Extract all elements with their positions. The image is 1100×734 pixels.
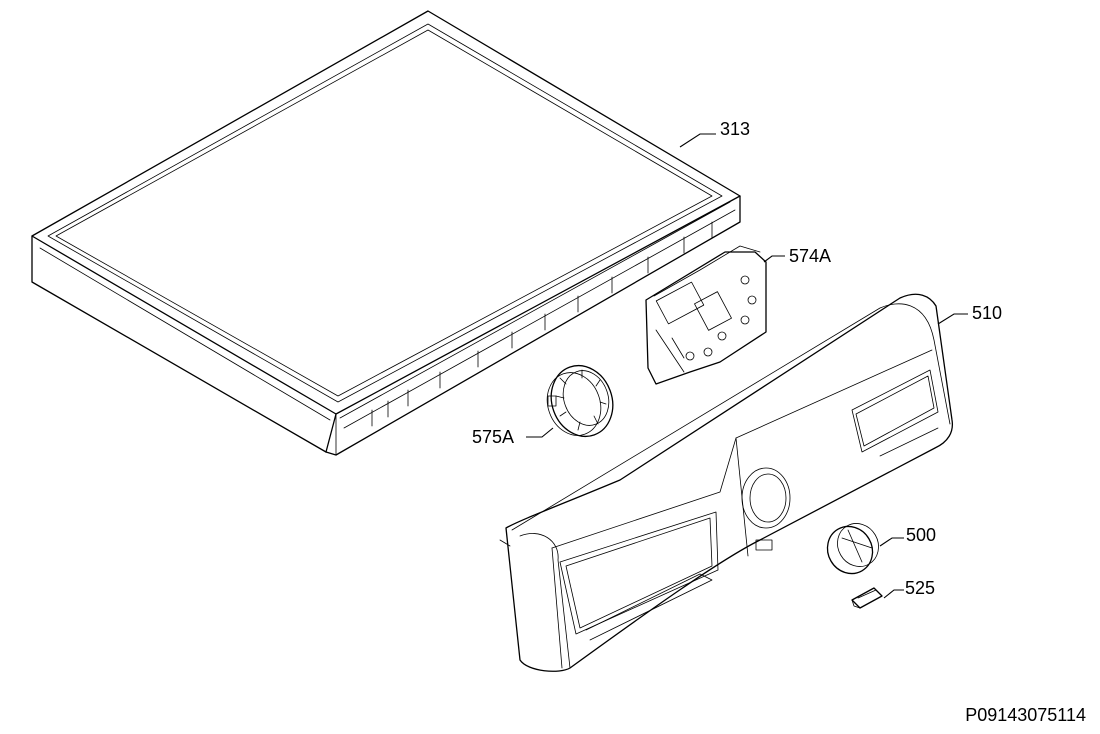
callout-525-label: 525 [905, 578, 935, 598]
part-525-button [851, 587, 883, 609]
callout-574a-label: 574A [789, 246, 831, 266]
callout-500-label: 500 [906, 525, 936, 545]
callout-575a: 575A [472, 427, 554, 447]
callout-313: 313 [679, 119, 750, 148]
callout-510-label: 510 [972, 303, 1002, 323]
callout-500: 500 [879, 525, 936, 547]
callout-575a-label: 575A [472, 427, 514, 447]
part-313-top-cover [31, 10, 741, 456]
callout-510: 510 [937, 303, 1002, 325]
callout-313-label: 313 [720, 119, 750, 139]
callout-525: 525 [883, 578, 935, 599]
part-574a-bracket [645, 245, 767, 385]
part-500-knob [826, 523, 879, 575]
callout-574a: 574A [763, 246, 831, 266]
part-575a-ring [546, 364, 614, 438]
part-510-control-panel [499, 293, 954, 672]
diagram-id: P09143075114 [965, 705, 1086, 725]
